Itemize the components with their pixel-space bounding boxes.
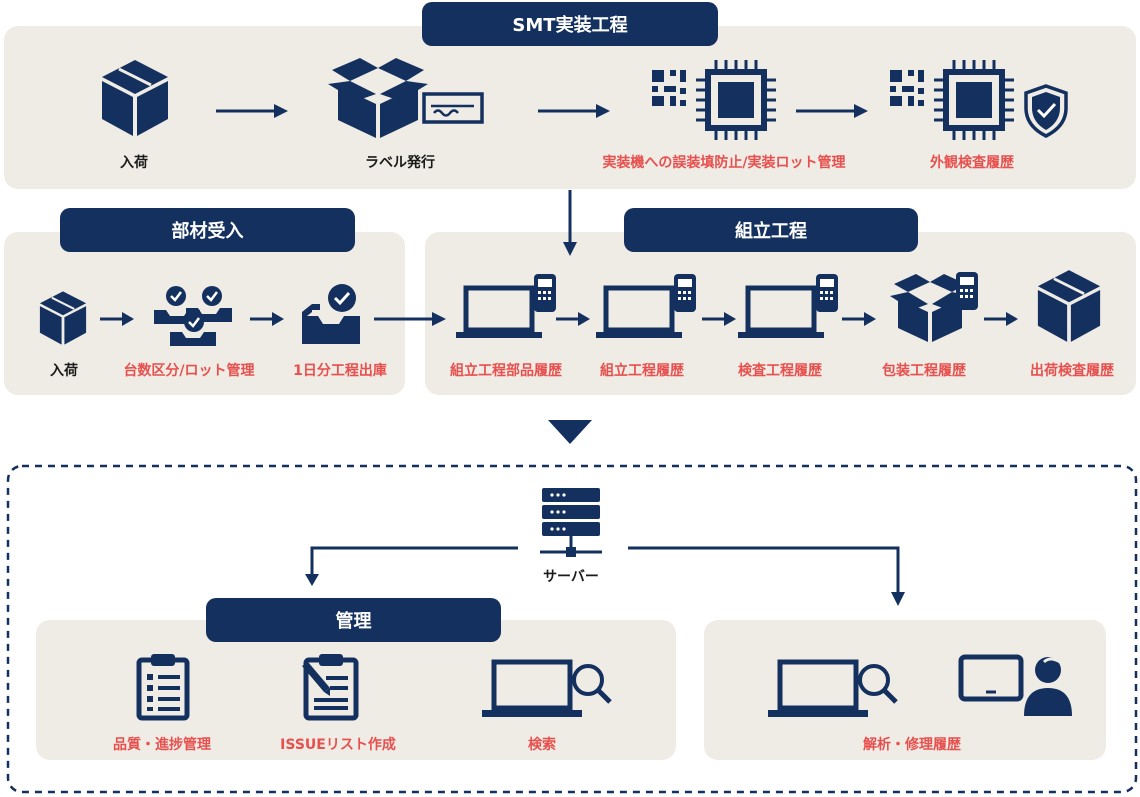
box-icon xyxy=(39,291,87,345)
laptop-search-icon xyxy=(482,659,612,717)
parts-panel xyxy=(4,232,405,395)
smt-step-label: 実装機への誤装填防止/実装ロット管理 xyxy=(602,155,846,171)
arrow-right xyxy=(250,312,284,326)
assembly-step-label: 検査工程履歴 xyxy=(738,363,822,379)
arrow-server-to-management xyxy=(305,546,518,586)
arrow-right xyxy=(374,312,446,326)
management-item-label: 品質・進捗管理 xyxy=(113,737,211,753)
parts-step-label: 入荷 xyxy=(50,363,78,379)
assembly-step-label: 包装工程履歴 xyxy=(882,363,966,379)
server-label: サーバー xyxy=(543,569,599,585)
smt-title: SMT実装工程 xyxy=(422,2,718,46)
server-icon xyxy=(540,488,602,557)
smt-step-label: 外観検査履歴 xyxy=(930,155,1014,171)
arrow-right xyxy=(100,312,134,326)
arrow-down xyxy=(563,190,577,256)
clipboard-pencil-icon xyxy=(302,654,359,721)
laptop-scanner-icon xyxy=(596,274,696,338)
assembly-step-label: 組立工程履歴 xyxy=(600,363,684,379)
qr-chip-shield-icon xyxy=(890,60,1068,140)
tray-check-icon xyxy=(302,284,360,344)
parts-step-label: 台数区分/ロット管理 xyxy=(123,363,255,379)
laptop-scanner-icon xyxy=(456,274,556,338)
laptop-search-icon xyxy=(768,659,898,717)
tablet-person-icon xyxy=(958,654,1072,716)
smt-step-label: ラベル発行 xyxy=(365,155,435,171)
qr-chip-icon xyxy=(652,60,776,140)
management-item-label: ISSUEリスト作成 xyxy=(280,737,396,753)
management-item-label: 検索 xyxy=(528,737,556,753)
analysis-label: 解析・修理履歴 xyxy=(863,737,961,753)
arrow-right xyxy=(556,312,590,326)
checklist-icon xyxy=(136,654,190,721)
open-box-label-icon xyxy=(328,58,484,138)
arrow-right xyxy=(842,312,876,326)
open-box-scanner-icon xyxy=(890,272,978,342)
arrow-right xyxy=(538,104,610,118)
assembly-step-label: 組立工程部品履歴 xyxy=(450,363,562,379)
arrow-right xyxy=(216,104,288,118)
arrow-right xyxy=(796,104,868,118)
arrow-server-to-analysis xyxy=(628,546,905,606)
smt-step-label: 入荷 xyxy=(120,155,148,171)
parts-step-label: 1日分工程出庫 xyxy=(293,363,387,379)
trays-check-icon xyxy=(154,286,232,346)
management-title: 管理 xyxy=(206,598,501,642)
box-icon xyxy=(102,60,168,136)
box-icon xyxy=(1037,270,1101,342)
arrow-right xyxy=(702,312,736,326)
assembly-step-label: 出荷検査履歴 xyxy=(1030,363,1114,379)
arrow-right xyxy=(984,312,1018,326)
assembly-panel xyxy=(425,232,1136,395)
laptop-scanner-icon xyxy=(738,274,838,338)
assembly-title: 組立工程 xyxy=(624,208,918,252)
parts-title: 部材受入 xyxy=(60,208,355,252)
flow-down-triangle xyxy=(548,420,592,444)
